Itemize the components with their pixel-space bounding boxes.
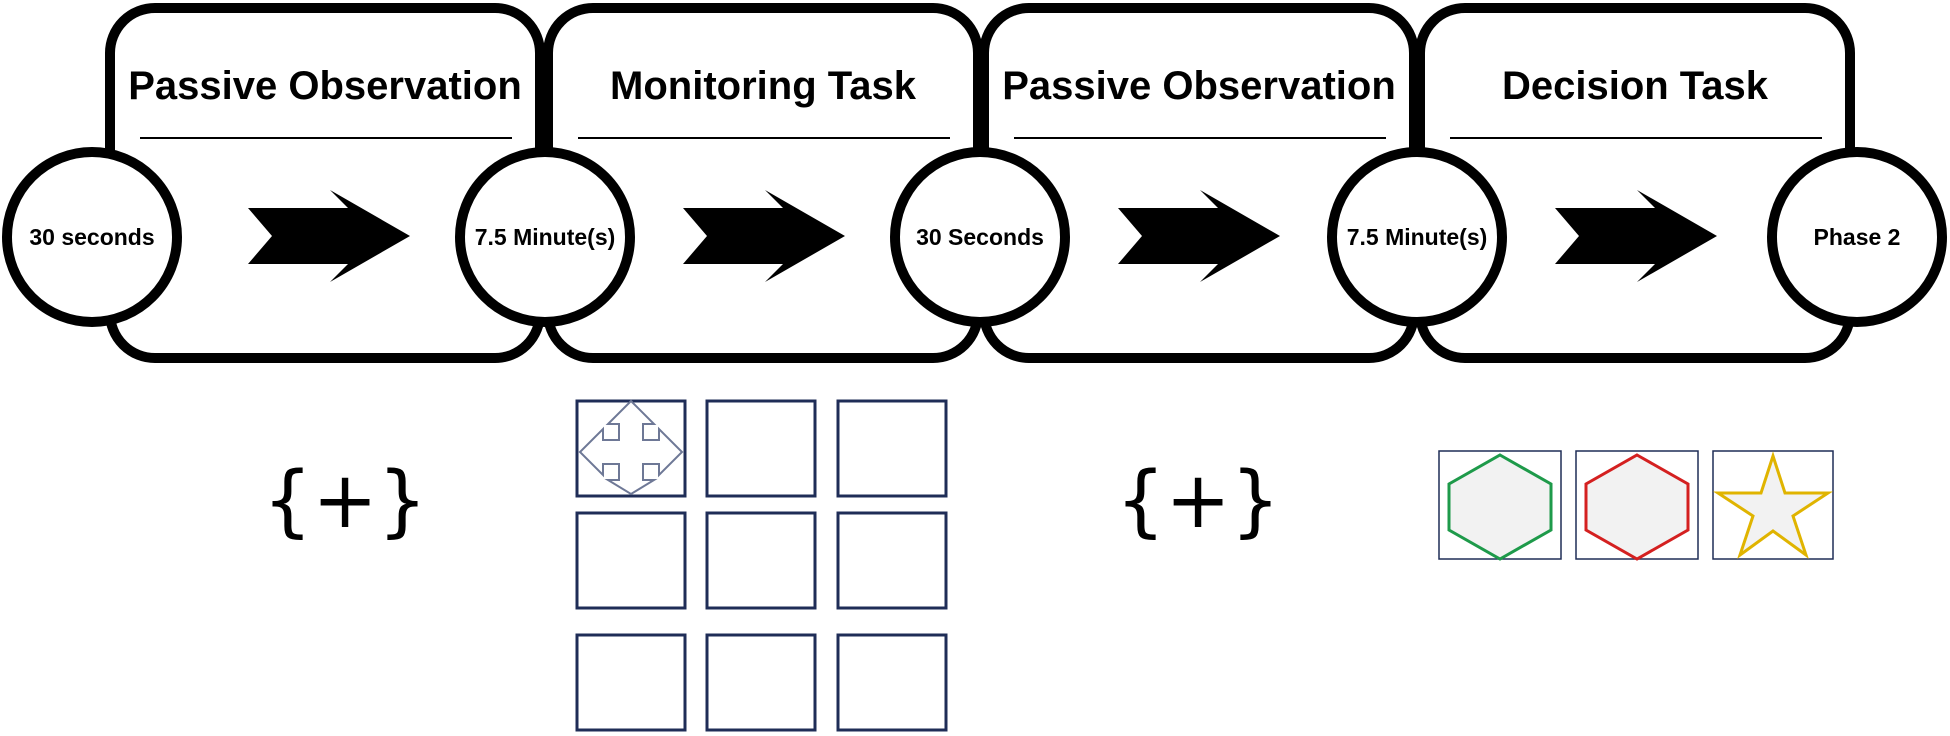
arrow-icon: [248, 190, 410, 282]
monitoring-grid: [575, 399, 948, 732]
grid-cell: [836, 399, 948, 498]
move-cursor-icon: [578, 399, 684, 496]
hexagon-shape: [1584, 453, 1690, 561]
fixation-cross-2: {+}: [1116, 456, 1281, 546]
decision-option-3: [1712, 450, 1834, 560]
star-icon: [1712, 451, 1834, 559]
phase-title-3: Passive Observation: [1002, 64, 1396, 108]
timeline-node-5: Phase 2: [1767, 147, 1947, 327]
timeline-node-2: 7.5 Minute(s): [455, 147, 635, 327]
node-label-4: 7.5 Minute(s): [1347, 224, 1488, 250]
grid-cell: [705, 511, 817, 610]
grid-cell: [705, 399, 817, 498]
node-label-1: 30 seconds: [29, 224, 154, 250]
phase-title-2: Monitoring Task: [610, 64, 917, 108]
node-label-2: 7.5 Minute(s): [475, 224, 616, 250]
timeline-node-3: 30 Seconds: [890, 147, 1070, 327]
grid-cell: [575, 633, 687, 732]
grid-cell: [836, 511, 948, 610]
phase-box-2: Monitoring Task: [543, 3, 983, 363]
decision-option-1: [1438, 450, 1562, 561]
grid-cell: [705, 633, 817, 732]
grid-cell: [836, 633, 948, 732]
node-label-3: 30 Seconds: [916, 224, 1044, 250]
timeline-node-4: 7.5 Minute(s): [1327, 147, 1507, 327]
hexagon-shape: [1447, 453, 1553, 561]
decision-option-2: [1575, 450, 1699, 561]
arrow-icon: [1555, 190, 1717, 282]
phase-title-1: Passive Observation: [128, 64, 522, 108]
arrow-icon: [683, 190, 845, 282]
grid-cell: [575, 511, 687, 610]
arrow-icon: [1118, 190, 1280, 282]
phase-box-3: Passive Observation: [979, 3, 1419, 363]
node-label-5: Phase 2: [1814, 224, 1901, 250]
fixation-cross-1: {+}: [263, 456, 428, 546]
timeline-node-1: 30 seconds: [2, 147, 182, 327]
phase-title-4: Decision Task: [1502, 64, 1769, 108]
